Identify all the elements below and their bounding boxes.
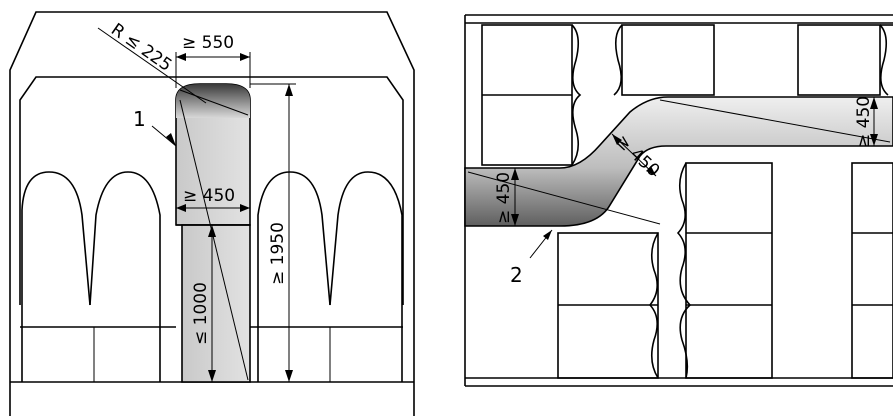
armrest-top-3 xyxy=(879,24,889,96)
evacuation-aisle xyxy=(464,96,893,227)
seat-block-top-right xyxy=(797,24,881,96)
plan-view: ≥ 450 ≥ 450 ≥ 450 2 xyxy=(464,14,893,387)
lower-height-label: ≤ 1000 xyxy=(191,282,211,345)
armrest-bottom-1 xyxy=(648,232,659,379)
height-label: ≥ 1950 xyxy=(268,222,288,285)
cabin-ceiling xyxy=(19,76,404,305)
inner-width-label: ≥ 450 xyxy=(183,186,235,206)
callout-2: 2 xyxy=(510,263,523,287)
seat-back-3 xyxy=(257,171,331,382)
seat-block-top-mid xyxy=(621,24,715,96)
passage-cap xyxy=(176,84,250,118)
passage-envelope-lower xyxy=(181,224,251,383)
seat-block-bottom-right xyxy=(851,162,893,379)
callout-1-leader xyxy=(151,125,177,147)
armrest-top-1 xyxy=(571,24,582,166)
passage-diagonal xyxy=(179,99,249,381)
aisle-diagonal-2 xyxy=(659,99,891,143)
armrest-top-2 xyxy=(613,24,623,96)
radius-label: R ≤ 225 xyxy=(107,20,175,76)
radius-leader xyxy=(97,27,207,104)
callout-1: 1 xyxy=(133,107,146,131)
seat-back-1 xyxy=(21,171,91,382)
front-view: ≥ 550 R ≤ 225 ≥ 450 ≥ 1950 ≤ 1000 1 xyxy=(9,11,415,416)
aisle-width-right-label: ≥ 450 xyxy=(854,96,874,148)
seat-back-2 xyxy=(89,171,161,382)
top-width-label: ≥ 550 xyxy=(182,33,234,53)
fuselage-outline xyxy=(9,11,415,416)
aisle-width-left-label: ≥ 450 xyxy=(494,172,514,224)
passage-diagonal-2 xyxy=(179,89,249,116)
seat-block-bottom-mid xyxy=(685,162,773,379)
seat-back-4 xyxy=(329,171,403,382)
armrest-bottom-2 xyxy=(676,162,692,379)
aisle-diagonal-1 xyxy=(467,171,661,225)
